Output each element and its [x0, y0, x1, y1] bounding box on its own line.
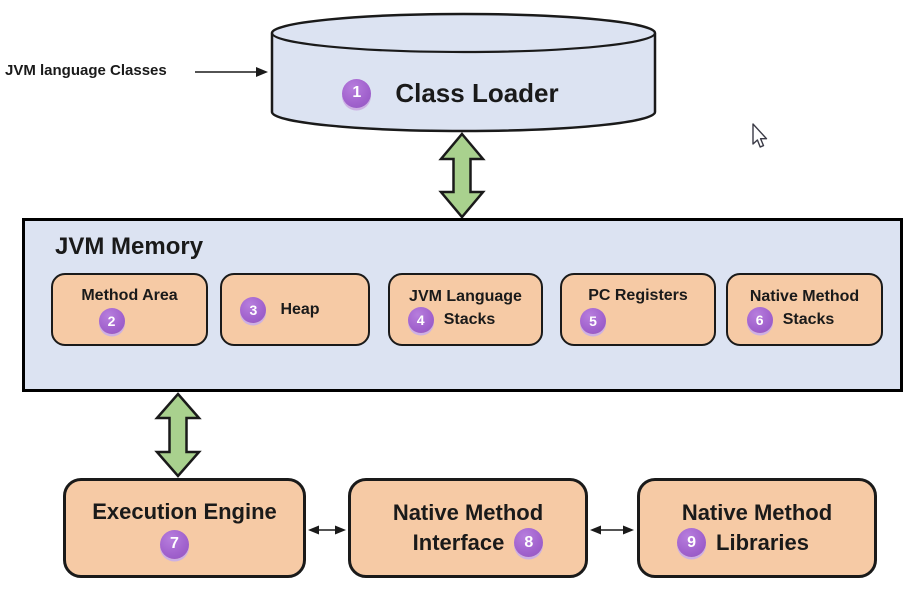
- native-method-interface-line2-label: Interface: [412, 530, 505, 555]
- input-label: JVM language Classes: [5, 62, 167, 79]
- cylinder-rim: [270, 32, 657, 54]
- badge-8: 8: [514, 528, 544, 558]
- native-method-libraries-line2: 9 Libraries: [677, 528, 809, 558]
- native-method-stacks-line1: Native Method: [749, 287, 860, 305]
- node-native-method-libraries: Native Method 9 Libraries: [637, 478, 877, 578]
- jvm-language-stacks-line1: JVM Language: [409, 287, 522, 305]
- native-method-interface-line2: Interface 8: [413, 528, 544, 558]
- jvm-language-stacks-line2: 4 Stacks: [407, 306, 496, 333]
- node-heap: 3 Heap: [220, 273, 370, 346]
- badge-4: 4: [407, 306, 434, 333]
- classloader-memory-arrow: [438, 132, 486, 219]
- native-method-libraries-line2-label: Libraries: [716, 530, 809, 555]
- node-pc-registers: PC Registers 5: [560, 273, 716, 346]
- mouse-cursor-icon: [752, 123, 768, 148]
- node-execution-engine: Execution Engine 7: [63, 478, 306, 578]
- engine-interface-arrow: [308, 525, 346, 535]
- native-method-interface-line1: Native Method: [392, 500, 544, 526]
- native-method-libraries-line1: Native Method: [681, 500, 833, 526]
- badge-3: 3: [240, 296, 267, 323]
- badge-6: 6: [746, 306, 773, 333]
- method-area-label: Method Area: [81, 286, 178, 304]
- node-jvm-language-stacks: JVM Language 4 Stacks: [388, 273, 543, 346]
- native-method-stacks-line2-label: Stacks: [782, 310, 835, 328]
- pc-registers-label: PC Registers: [588, 286, 688, 304]
- native-method-stacks-line2: 6 Stacks: [746, 306, 835, 333]
- jvm-language-stacks-line2-label: Stacks: [443, 310, 496, 328]
- execution-engine-label: Execution Engine: [92, 499, 277, 525]
- badge-2: 2: [98, 307, 125, 334]
- memory-engine-arrow: [154, 392, 202, 478]
- node-native-method-stacks: Native Method 6 Stacks: [726, 273, 883, 346]
- jvm-memory-container: JVM Memory Method Area 2 3 Heap JVM Lang…: [22, 218, 903, 392]
- node-native-method-interface: Native Method Interface 8: [348, 478, 588, 578]
- badge-5: 5: [580, 307, 606, 334]
- heap-label: Heap: [280, 300, 320, 318]
- class-loader-label: Class Loader: [395, 77, 559, 108]
- badge-9: 9: [677, 528, 707, 558]
- badge-7: 7: [160, 529, 189, 559]
- interface-libraries-arrow: [590, 525, 634, 535]
- class-loader-cylinder: [270, 12, 657, 133]
- node-class-loader: 1 Class Loader: [272, 74, 655, 112]
- node-method-area: Method Area 2: [51, 273, 208, 346]
- input-arrow: [195, 67, 268, 77]
- jvm-memory-title: JVM Memory: [55, 233, 204, 260]
- badge-1: 1: [342, 78, 372, 108]
